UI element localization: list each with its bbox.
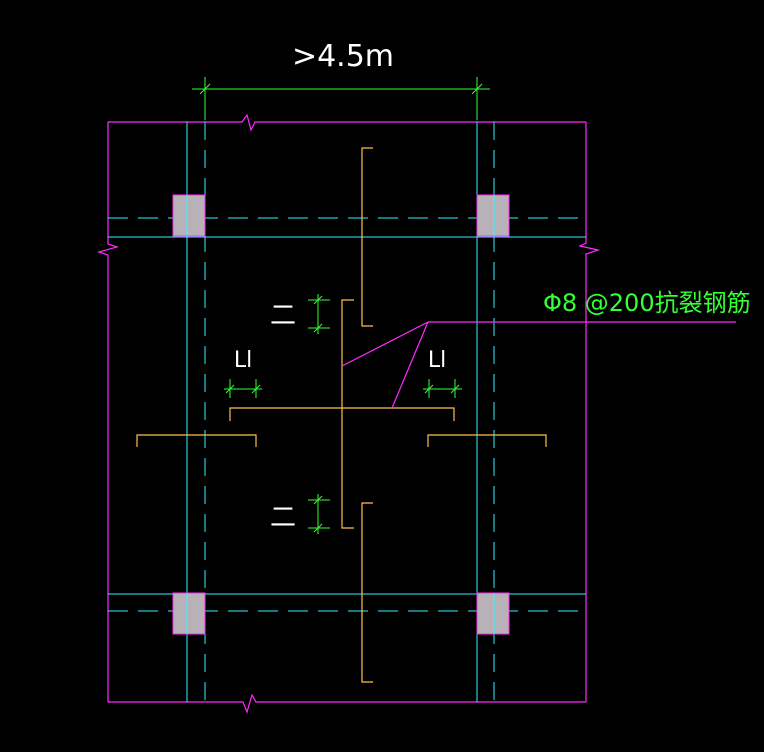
tick-left — [199, 83, 211, 95]
short-tick — [313, 523, 323, 533]
short-tick — [313, 495, 323, 505]
short-tick — [313, 295, 323, 305]
columns — [172, 194, 510, 635]
short-tick — [313, 323, 323, 333]
rebar-left-horizontal — [136, 434, 257, 447]
rebar-lower-vertical — [361, 502, 373, 683]
rebar-right-horizontal — [427, 434, 547, 447]
short-dim-label: 二 — [270, 301, 296, 331]
dimension-label: >4.5m — [292, 39, 394, 74]
lap-length-dimension-right: Ll — [423, 348, 462, 398]
rebar-center-vertical — [341, 299, 354, 529]
rebar-upper-vertical — [361, 147, 373, 327]
slab-left-edge — [96, 122, 120, 702]
lap-tick — [450, 384, 460, 394]
rebar-center-horizontal — [229, 407, 455, 421]
lap-length-label: Ll — [428, 348, 446, 373]
column-top-right — [476, 194, 510, 237]
leader-line-b — [391, 321, 429, 409]
lap-tick — [424, 384, 434, 394]
lap-length-dimension-left: Ll — [224, 348, 262, 398]
anti-crack-rebar — [136, 147, 547, 683]
lap-tick — [225, 384, 235, 394]
lap-tick — [251, 384, 261, 394]
slab-top-edge — [108, 113, 586, 132]
column-top-left — [172, 194, 206, 237]
leader-line-a — [341, 321, 429, 367]
column-bottom-right — [476, 592, 510, 635]
top-dimension — [192, 77, 490, 120]
short-dimension-upper: 二 — [270, 294, 330, 334]
rebar-leader — [341, 321, 736, 409]
column-bottom-left — [172, 592, 206, 635]
lap-length-label: Ll — [234, 348, 252, 373]
short-dim-label: 二 — [270, 503, 296, 533]
slab-boundary — [96, 113, 601, 714]
short-dimension-lower: 二 — [270, 494, 330, 534]
rebar-label: Φ8 @200抗裂钢筋 — [543, 289, 751, 317]
slab-bottom-edge — [108, 693, 586, 714]
tick-right — [471, 83, 483, 95]
slab-right-edge — [578, 122, 601, 702]
